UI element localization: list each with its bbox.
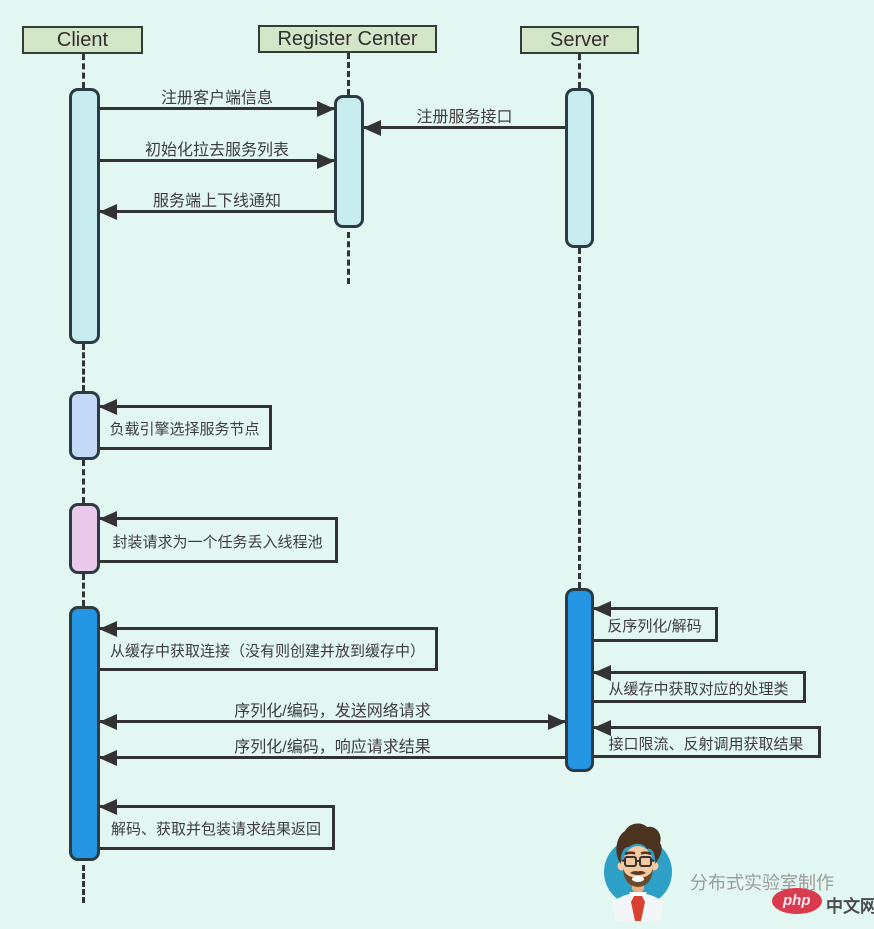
activation-server-request	[565, 588, 594, 772]
arrowhead-right-icon	[317, 153, 335, 169]
arrowhead-left-icon	[99, 714, 117, 730]
note-label: 负载引擎选择服务节点	[109, 421, 260, 438]
activation-client-request	[69, 606, 100, 861]
note-wrap-request-threadpool: 封装请求为一个任务丢入线程池	[99, 511, 338, 563]
note-get-handler-from-cache: 从缓存中获取对应的处理类	[593, 665, 806, 703]
php-logo: php	[772, 888, 822, 914]
arrow-serialize-send-request	[99, 714, 566, 730]
note-label: 解码、获取并包装请求结果返回	[110, 821, 321, 838]
note-deserialize-decode: 反序列化/解码	[593, 601, 718, 642]
message-label: 服务端上下线通知	[152, 193, 281, 210]
actor-register-center: Register Center	[258, 25, 437, 53]
activation-client-registration	[69, 88, 100, 344]
message-label: 注册客户端信息	[160, 90, 273, 107]
lifeline-server	[578, 248, 581, 588]
author-avatar	[604, 823, 672, 922]
arrowhead-right-icon	[317, 101, 335, 117]
site-name-label: 中文网	[826, 897, 874, 916]
actor-server: Server	[520, 26, 639, 54]
activation-client-threadpool	[69, 503, 100, 574]
arrow-server-up-down-notice	[99, 204, 334, 220]
lifeline-server	[578, 54, 581, 88]
arrowhead-left-icon	[99, 750, 117, 766]
arrow-serialize-response-result	[99, 750, 565, 766]
note-label: 反序列化/解码	[607, 618, 702, 635]
arrowhead-left-icon	[99, 204, 117, 220]
note-label: 从缓存中获取连接（没有则创建并放到缓存中）	[109, 642, 425, 660]
message-label: 注册服务接口	[416, 109, 513, 126]
lifeline-register-center	[347, 53, 350, 95]
arrowhead-right-icon	[548, 714, 566, 730]
message-label: 初始化拉去服务列表	[144, 142, 289, 159]
note-get-connection-from-cache: 从缓存中获取连接（没有则创建并放到缓存中）	[99, 621, 438, 671]
note-label: 封装请求为一个任务丢入线程池	[112, 533, 323, 551]
lifeline-client	[82, 344, 85, 391]
lifeline-client	[82, 574, 85, 606]
actor-client: Client	[22, 26, 143, 54]
arrowhead-left-icon	[593, 665, 611, 681]
arrowhead-left-icon	[363, 120, 381, 136]
lifeline-client	[82, 865, 85, 903]
note-load-engine-select-node: 负载引擎选择服务节点	[99, 399, 272, 450]
lifeline-register-center	[347, 232, 350, 284]
note-label: 从缓存中获取对应的处理类	[608, 680, 789, 698]
message-label: 序列化/编码，响应请求结果	[234, 739, 431, 756]
lifeline-client	[82, 460, 85, 503]
arrowhead-left-icon	[99, 511, 117, 527]
activation-server-registration	[565, 88, 594, 248]
note-rate-limit-reflection-invoke: 接口限流、反射调用获取结果	[593, 720, 821, 758]
arrowhead-left-icon	[99, 621, 117, 637]
arrow-register-service-interface	[363, 120, 565, 136]
note-decode-wrap-result-return: 解码、获取并包装请求结果返回	[99, 799, 335, 850]
note-label: 接口限流、反射调用获取结果	[608, 735, 804, 753]
activation-client-load-balance	[69, 391, 100, 460]
message-label: 序列化/编码，发送网络请求	[234, 703, 431, 720]
arrow-register-client-info	[100, 101, 335, 117]
activation-register-center	[334, 95, 364, 228]
arrowhead-left-icon	[99, 399, 117, 415]
arrowhead-left-icon	[593, 720, 611, 736]
lifeline-client	[82, 54, 85, 88]
arrowhead-left-icon	[593, 601, 611, 617]
arrowhead-left-icon	[99, 799, 117, 815]
arrow-init-pull-service-list	[100, 153, 335, 169]
